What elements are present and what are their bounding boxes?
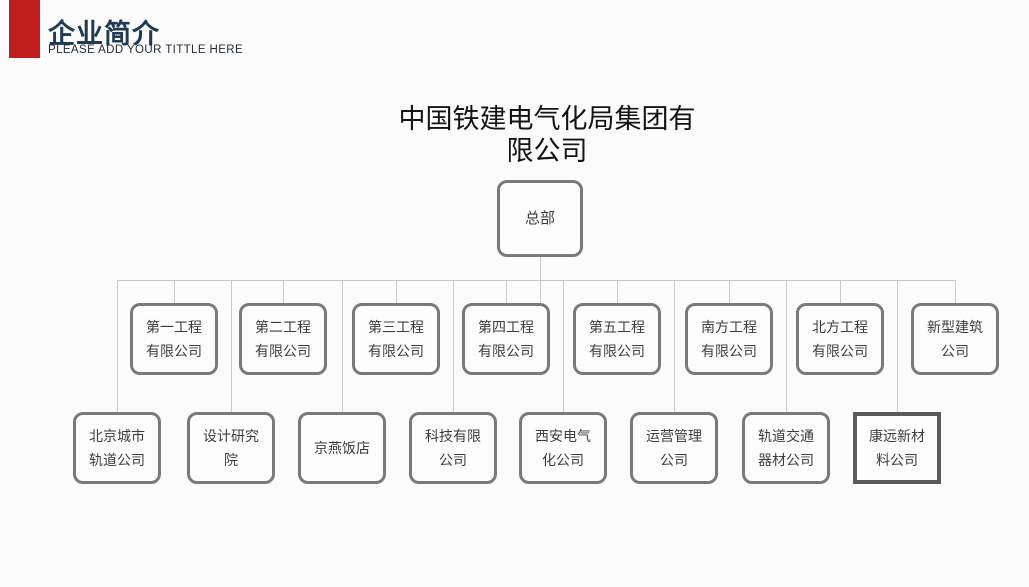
org-box-level3: 科技有限 公司 [409, 412, 497, 484]
connector-line [453, 280, 454, 412]
org-box-level2: 第三工程 有限公司 [352, 303, 440, 375]
org-box-level2: 第二工程 有限公司 [239, 303, 327, 375]
org-box-level2: 第四工程 有限公司 [462, 303, 550, 375]
org-box-level2: 南方工程 有限公司 [685, 303, 773, 375]
org-box-level3: 京燕饭店 [298, 412, 386, 484]
org-chart-title: 中国铁建电气化局集团有 限公司 [398, 104, 696, 166]
connector-line [506, 280, 507, 303]
accent-block [9, 0, 40, 58]
page-subtitle: PLEASE ADD YOUR TITTLE HERE [48, 44, 244, 56]
connector-line [396, 280, 397, 303]
org-box-level3: 轨道交通 器材公司 [742, 412, 830, 484]
connector-line [955, 280, 956, 303]
org-box-level2: 第五工程 有限公司 [573, 303, 661, 375]
connector-line [174, 280, 175, 303]
connector-line [231, 280, 232, 412]
connector-line [283, 280, 284, 303]
page-title: 企业简介 [48, 19, 160, 49]
org-box-level2: 新型建筑 公司 [911, 303, 999, 375]
connector-line [117, 280, 118, 412]
org-box-level2: 北方工程 有限公司 [796, 303, 884, 375]
connector-line [342, 280, 343, 412]
org-box-level3: 设计研究 院 [187, 412, 275, 484]
connector-line [729, 280, 730, 303]
connector-line [840, 280, 841, 303]
connector-line [563, 280, 564, 412]
connector-line [897, 280, 898, 412]
connector-line [786, 280, 787, 412]
connector-line [674, 280, 675, 412]
org-box-level3: 西安电气 化公司 [519, 412, 607, 484]
org-box-level2: 第一工程 有限公司 [130, 303, 218, 375]
connector-bus [117, 280, 955, 281]
connector-line [617, 280, 618, 303]
org-box-level3: 北京城市 轨道公司 [73, 412, 161, 484]
org-box-level3-highlighted: 康远新材 料公司 [853, 412, 941, 484]
org-box-root: 总部 [497, 180, 583, 257]
org-box-level3: 运营管理 公司 [630, 412, 718, 484]
